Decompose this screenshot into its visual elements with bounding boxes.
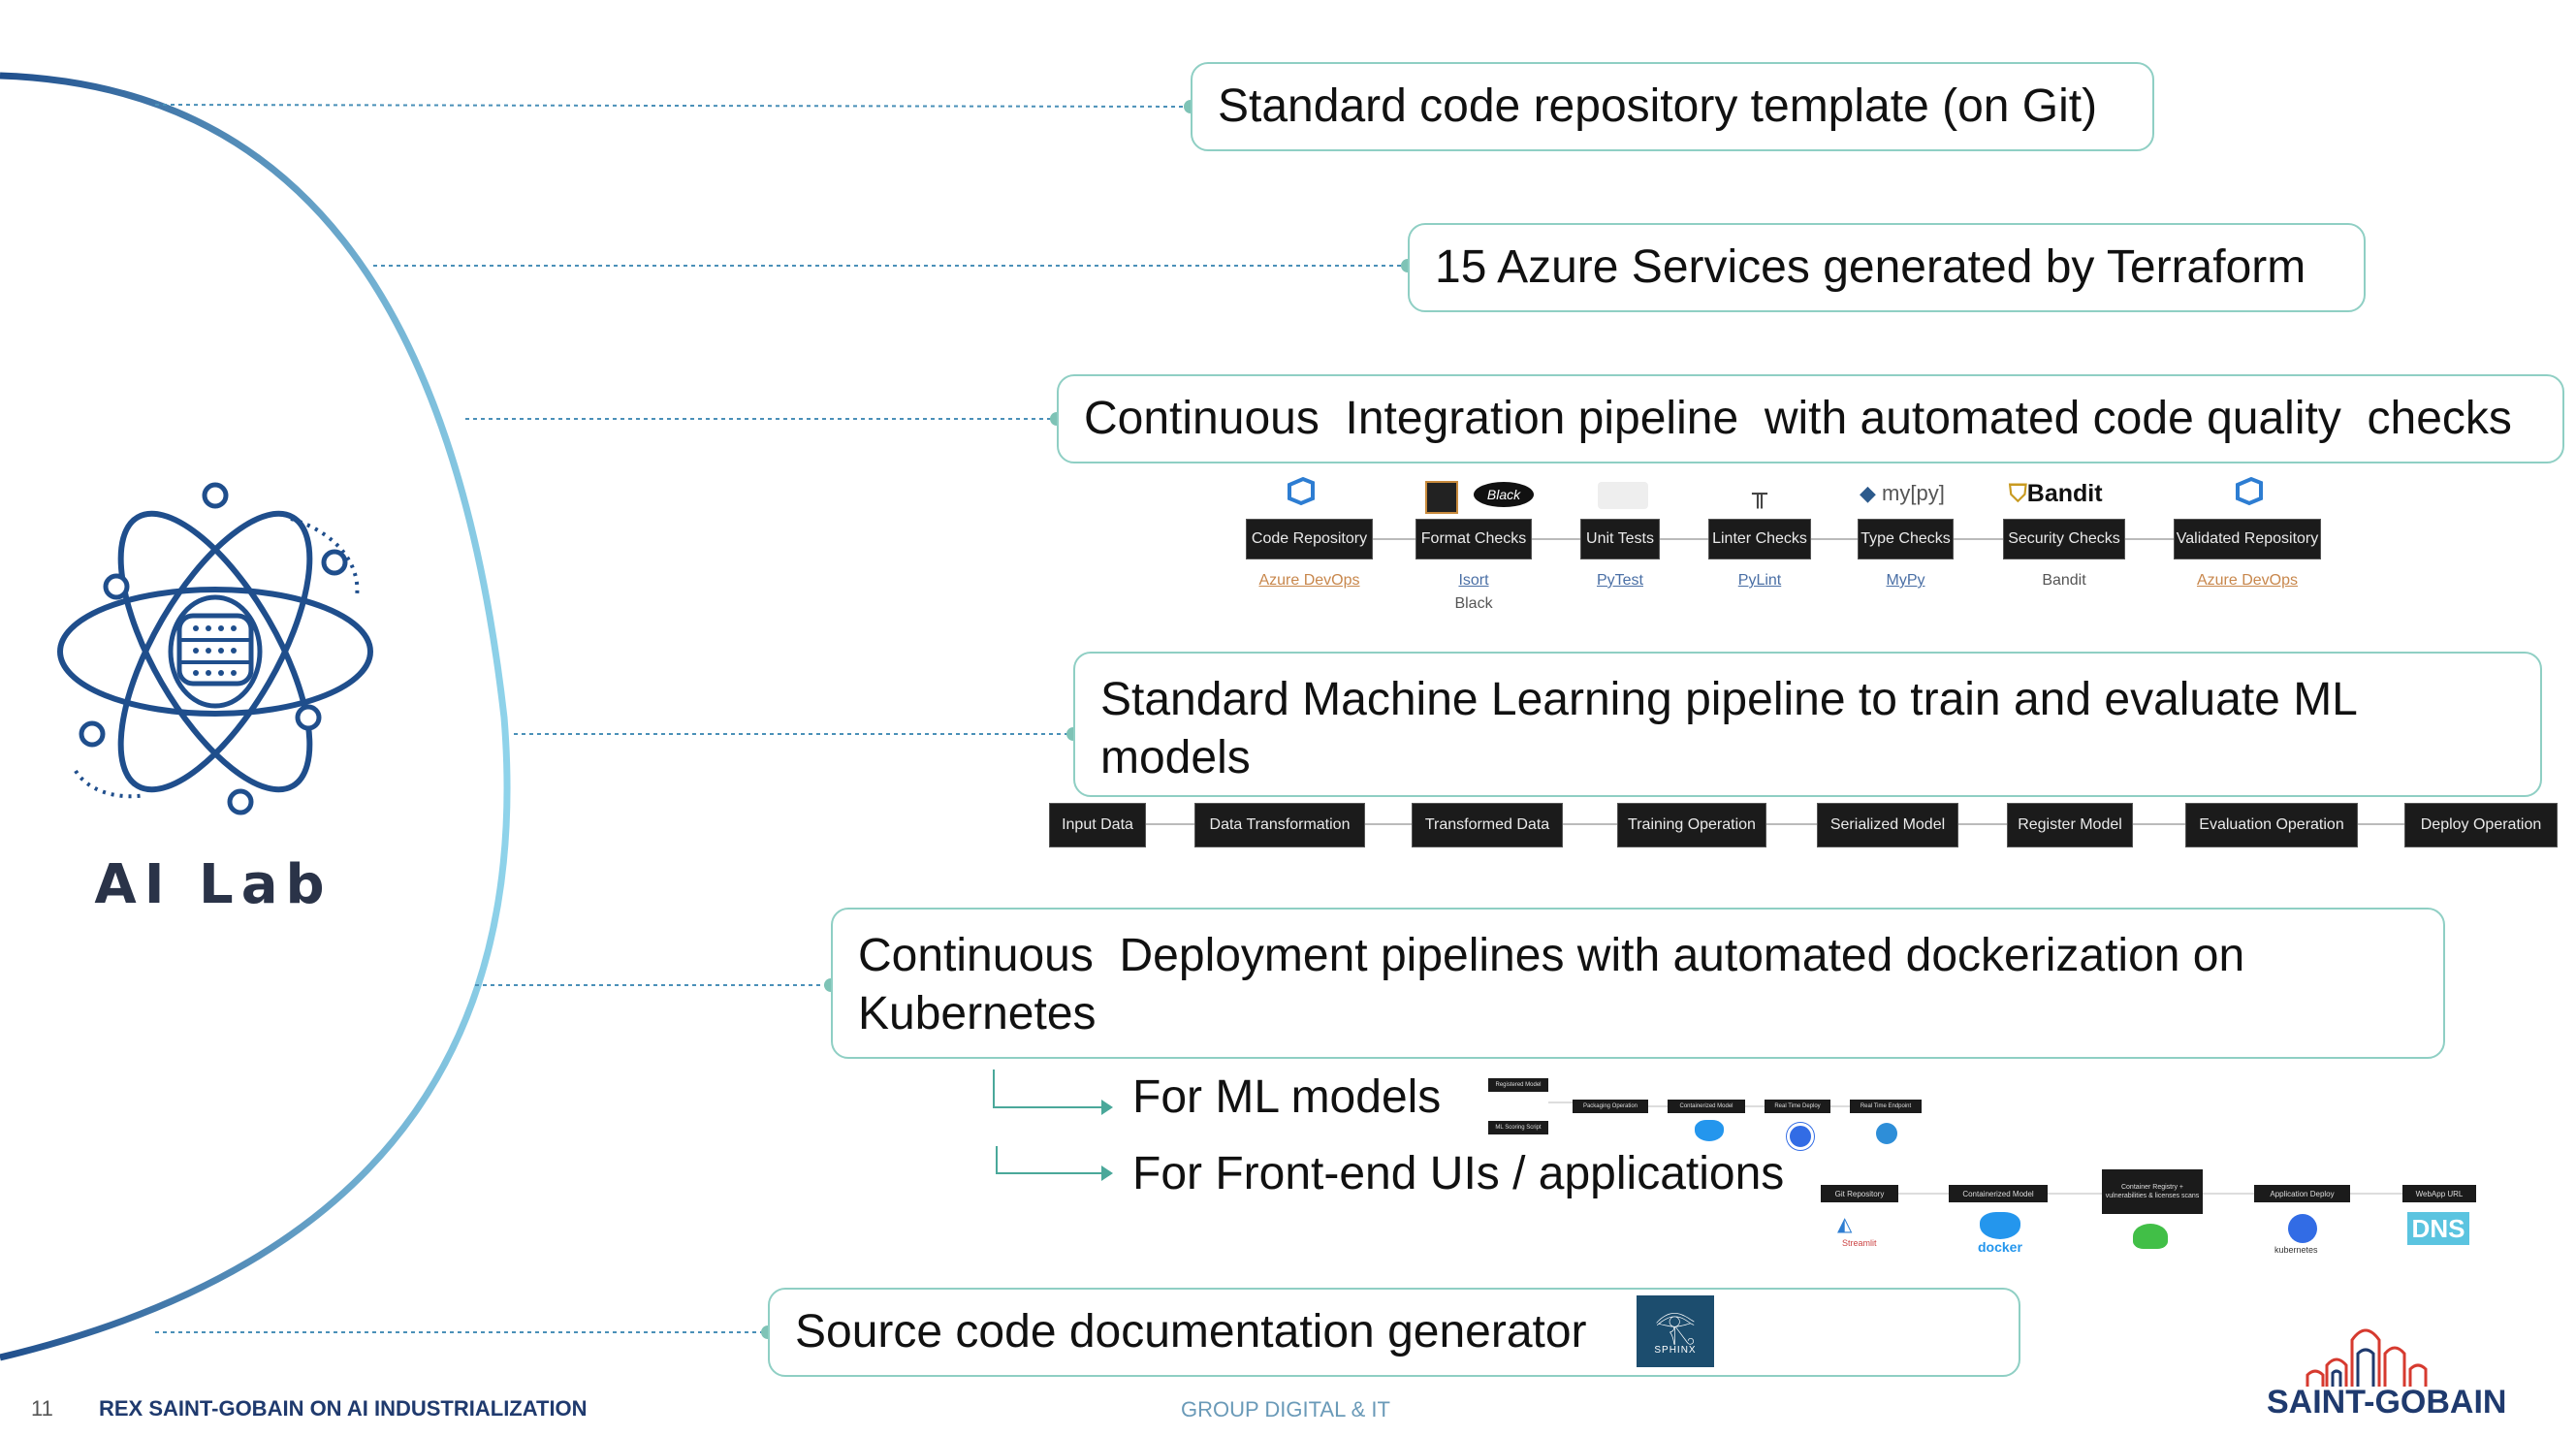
repo-template-box: Standard code repository template (on Gi… <box>1191 62 2154 151</box>
cd-ml-step-realtime-endpoint: Real Time Endpoint <box>1850 1100 1922 1113</box>
doc-generator-box: Source code documentation generator <box>768 1288 2020 1377</box>
cd-fe-step-application-deploy: Application Deploy <box>2254 1185 2350 1202</box>
ml-step-deploy-operation: Deploy Operation <box>2404 803 2558 847</box>
ai-lab-label: AI Lab <box>94 853 333 916</box>
pylint-icon: ╥ <box>1752 480 1767 509</box>
ci-tool-black: Black <box>1454 595 1493 612</box>
jfrog-icon <box>2133 1224 2168 1249</box>
ci-step-unit-tests: Unit Tests <box>1580 519 1660 559</box>
azure-services-box: 15 Azure Services generated by Terraform <box>1408 223 2366 312</box>
black-logo-icon: Black <box>1474 482 1534 507</box>
cd-ml-step-realtime-deploy: Real Time Deploy <box>1765 1100 1830 1113</box>
ci-step-validated-repository: Validated Repository <box>2174 519 2321 559</box>
cd-pipeline-label-line1: Continuous Deployment pipelines with aut… <box>858 930 2245 981</box>
azure-devops-icon <box>1286 475 1317 506</box>
azure-devops-icon-2 <box>2234 475 2265 506</box>
docker-icon-2 <box>1980 1212 2020 1239</box>
ml-step-transformed-data: Transformed Data <box>1412 803 1563 847</box>
ml-step-register-model: Register Model <box>2007 803 2133 847</box>
ci-tool-pylint: PyLint <box>1737 572 1782 589</box>
azure-services-label: 15 Azure Services generated by Terraform <box>1435 241 2306 293</box>
ci-tool-azure-devops: Azure DevOps <box>1258 572 1360 589</box>
ci-tool-isort: Isort <box>1458 572 1489 589</box>
cd-ml-step-scoring-script: ML Scoring Script <box>1488 1121 1548 1134</box>
cd-frontend-label: For Front-end UIs / applications <box>1132 1148 1785 1199</box>
ci-tool-pytest: PyTest <box>1596 572 1643 589</box>
doc-generator-label: Source code documentation generator <box>795 1306 1587 1357</box>
docker-icon <box>1695 1120 1724 1141</box>
ml-step-input-data: Input Data <box>1049 803 1146 847</box>
bandit-logo-icon: ⛉Bandit <box>2009 480 2103 507</box>
page-number: 11 <box>31 1396 53 1421</box>
footer-center: GROUP DIGITAL & IT <box>1181 1397 1390 1421</box>
cd-fe-step-webapp-url: WebApp URL <box>2402 1185 2476 1202</box>
kubernetes-label: kubernetes <box>2274 1245 2318 1255</box>
cd-pipeline-label-line2: Kubernetes <box>858 988 1097 1039</box>
cd-ml-step-registered-model: Registered Model <box>1488 1078 1548 1092</box>
ci-tool-azure-devops-2: Azure DevOps <box>2196 572 2299 589</box>
kubernetes-icon-2 <box>2288 1214 2317 1243</box>
ci-step-code-repository: Code Repository <box>1246 519 1373 559</box>
dns-icon: DNS <box>2407 1212 2469 1245</box>
ml-step-evaluation-operation: Evaluation Operation <box>2185 803 2358 847</box>
cd-fe-step-git-repository: Git Repository <box>1821 1185 1898 1202</box>
azure-ml-icon <box>1876 1123 1897 1144</box>
ci-step-type-checks: Type Checks <box>1858 519 1954 559</box>
ml-step-training-operation: Training Operation <box>1617 803 1766 847</box>
ci-pipeline-label: Continuous Integration pipeline with aut… <box>1084 393 2512 444</box>
cd-fe-step-containerized: Containerized Model <box>1949 1185 2048 1202</box>
streamlit-label: Streamlit <box>1842 1238 1877 1248</box>
pytest-icon <box>1598 482 1648 509</box>
saint-gobain-logo-icon <box>2306 1328 2428 1387</box>
ci-pipeline-box: Continuous Integration pipeline with aut… <box>1057 374 2564 463</box>
isort-icon <box>1425 481 1458 514</box>
cd-ml-step-containerized: Containerized Model <box>1668 1100 1745 1113</box>
ci-step-linter-checks: Linter Checks <box>1708 519 1811 559</box>
ai-lab-atom-icon <box>57 482 373 815</box>
saint-gobain-wordmark: SAINT-GOBAIN <box>2267 1384 2507 1421</box>
kubernetes-icon <box>1787 1123 1814 1150</box>
cd-pipeline-box: Continuous Deployment pipelines with aut… <box>831 908 2445 1059</box>
ml-pipeline-box: Standard Machine Learning pipeline to tr… <box>1073 652 2542 797</box>
ml-step-data-transformation: Data Transformation <box>1194 803 1365 847</box>
cd-ml-models-label: For ML models <box>1132 1071 1442 1123</box>
ci-tool-mypy: MyPy <box>1886 572 1925 589</box>
footer-title: REX SAINT-GOBAIN ON AI INDUSTRIALIZATION <box>99 1396 588 1421</box>
ml-pipeline-label-line2: models <box>1100 732 1251 783</box>
ci-step-security-checks: Security Checks <box>2003 519 2125 559</box>
repo-template-label: Standard code repository template (on Gi… <box>1218 80 2098 132</box>
mypy-logo-icon: ◆ my[py] <box>1860 481 1945 505</box>
cd-ml-step-packaging: Packaging Operation <box>1573 1100 1648 1113</box>
docker-label: docker <box>1978 1239 2022 1255</box>
ml-pipeline-label-line1: Standard Machine Learning pipeline to tr… <box>1100 674 2358 725</box>
ci-tool-bandit: Bandit <box>2042 572 2086 589</box>
ci-step-format-checks: Format Checks <box>1415 519 1532 559</box>
streamlit-icon: ◭ <box>1837 1214 1853 1235</box>
sphinx-logo-icon: 𓂀 SPHINX <box>1637 1295 1714 1367</box>
ml-step-serialized-model: Serialized Model <box>1817 803 1958 847</box>
cd-fe-step-container-registry: Container Registry + vulnerabilities & l… <box>2102 1169 2203 1214</box>
